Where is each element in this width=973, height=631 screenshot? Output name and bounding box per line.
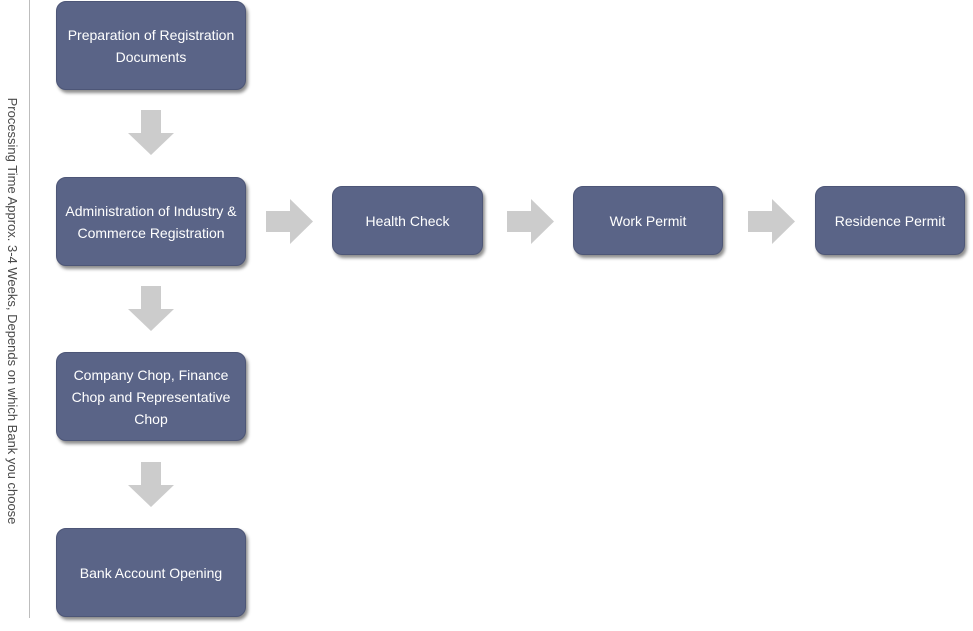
step-work-permit-label: Work Permit (609, 212, 687, 229)
step-health-check-box: Health Check (332, 186, 483, 255)
step-chops-box: Company Chop, Finance Chop and Represent… (56, 352, 246, 441)
side-divider (29, 0, 30, 618)
step-chops-label: Company Chop, Finance Chop and Represent… (71, 366, 231, 427)
arrow-right-icon (748, 199, 795, 244)
step-health-check-label: Health Check (365, 212, 450, 229)
step-administration-box: Administration of Industry & Commerce Re… (56, 177, 246, 266)
step-bank-label: Bank Account Opening (79, 564, 223, 581)
arrow-right-icon (266, 199, 313, 244)
arrow-right-icon (507, 199, 554, 244)
processing-time-label: Processing Time Approx. 3-4 Weeks, Depen… (5, 97, 20, 525)
arrow-down-icon (128, 462, 174, 507)
step-preparation-label: Preparation of Registration Documents (67, 26, 235, 65)
step-bank-box: Bank Account Opening (56, 528, 246, 617)
step-preparation-box: Preparation of Registration Documents (56, 1, 246, 90)
step-residence-permit-box: Residence Permit (815, 186, 965, 255)
step-residence-permit-label: Residence Permit (834, 212, 946, 229)
step-administration-label: Administration of Industry & Commerce Re… (65, 202, 237, 241)
arrow-down-icon (128, 286, 174, 331)
arrow-down-icon (128, 110, 174, 155)
step-work-permit-box: Work Permit (573, 186, 723, 255)
